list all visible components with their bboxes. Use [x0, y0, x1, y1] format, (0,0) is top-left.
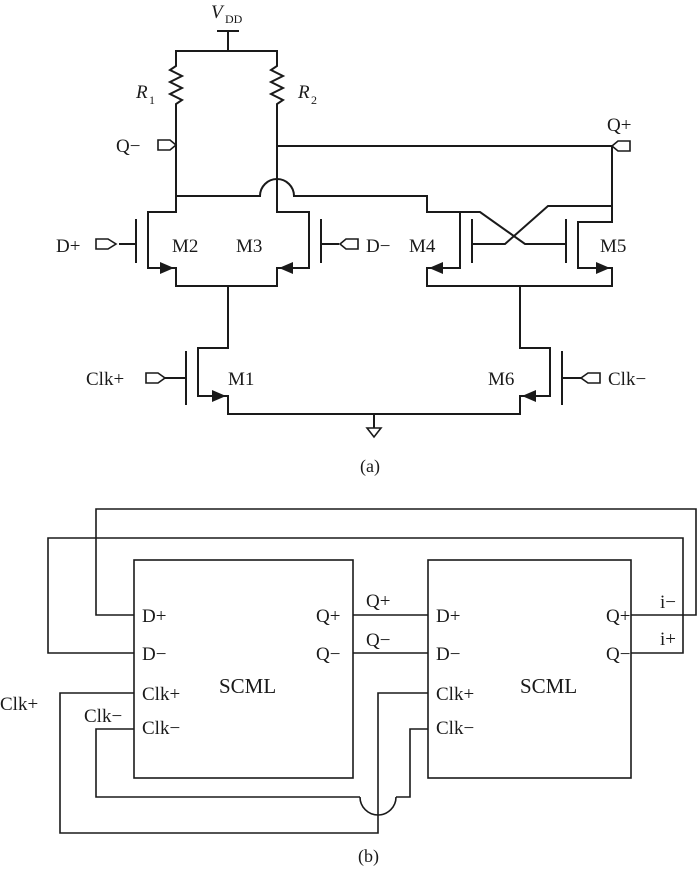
clk-minus-port-icon — [579, 372, 601, 384]
m1-label: M1 — [228, 369, 254, 390]
r1-subscript: 1 — [149, 93, 155, 107]
b1-pin-d-minus: D− — [142, 644, 166, 665]
m2-source-arrow — [160, 262, 174, 274]
d-plus-label: D+ — [56, 236, 80, 257]
m5-channel — [577, 221, 613, 287]
m6-label: M6 — [488, 369, 514, 390]
b1-pin-clk-minus: Clk− — [142, 718, 180, 739]
scml-block-1-title: SCML — [219, 674, 276, 698]
b1-pin-q-plus: Q+ — [316, 606, 340, 627]
resistor-r1 — [167, 50, 185, 141]
q-plus-label: Q+ — [607, 115, 631, 136]
clk-minus-label: Clk− — [608, 369, 646, 390]
m1-channel — [197, 347, 229, 415]
clock-minus-wire-left — [95, 728, 360, 798]
feedback-i-plus-label: i+ — [660, 629, 676, 650]
clock-plus-label: Clk+ — [0, 694, 38, 715]
scml-block-2-title: SCML — [520, 674, 577, 698]
m6-source-arrow — [522, 390, 536, 402]
vdd-label: V — [211, 2, 225, 23]
m2-channel — [147, 211, 177, 287]
clock-minus-crossover-hop — [359, 796, 397, 816]
r1-label: R — [135, 82, 148, 103]
clk-plus-label: Clk+ — [86, 369, 124, 390]
feedback-wire-i-plus — [47, 537, 684, 654]
b1-pin-clk-plus: Clk+ — [142, 684, 180, 705]
clock-minus-label: Clk− — [84, 706, 122, 727]
m4-label: M4 — [409, 236, 436, 257]
m3-channel — [276, 211, 310, 287]
b1-pin-q-minus: Q− — [316, 644, 340, 665]
b1-pin-d-plus: D+ — [142, 606, 166, 627]
b2-pin-q-minus: Q− — [606, 644, 630, 665]
caption-a: (a) — [360, 456, 380, 477]
wire-q-minus-label: Q− — [366, 630, 390, 651]
m3-label: M3 — [236, 236, 262, 257]
schematic-a: V DD R 1 R 2 Q− Q+ D+ M2 — [56, 2, 646, 477]
d-minus-port-icon — [338, 238, 359, 250]
q-plus-port-icon — [610, 140, 631, 152]
feedback-i-minus-label: i− — [660, 592, 676, 613]
wire-q-plus-label: Q+ — [366, 591, 390, 612]
schematic-b: SCML SCML D+ D− Clk+ Clk− Q+ Q− D+ D− Cl… — [0, 508, 697, 867]
ground-icon — [365, 427, 383, 439]
m4-channel — [426, 211, 461, 287]
r2-label: R — [297, 82, 310, 103]
b2-pin-d-minus: D− — [436, 644, 460, 665]
m3-source-arrow — [279, 262, 293, 274]
d-minus-label: D− — [366, 236, 390, 257]
m1-source-arrow — [212, 390, 226, 402]
m2-label: M2 — [172, 236, 198, 257]
m4-source-arrow — [429, 262, 443, 274]
b2-pin-d-plus: D+ — [436, 606, 460, 627]
clock-minus-wire-right — [396, 728, 428, 798]
q-minus-port-icon — [157, 139, 178, 151]
clock-plus-wire — [59, 692, 428, 834]
q-minus-label: Q− — [116, 136, 140, 157]
m6-channel — [519, 347, 551, 415]
b2-pin-q-plus: Q+ — [606, 606, 630, 627]
clk-plus-port-icon — [145, 372, 167, 384]
scml-block-2 — [427, 559, 632, 779]
scml-block-1 — [133, 559, 354, 779]
d-plus-port-icon — [95, 238, 118, 250]
b2-pin-clk-minus: Clk− — [436, 718, 474, 739]
m5-label: M5 — [600, 236, 626, 257]
cross-couple-wire-1 — [471, 205, 613, 245]
caption-b: (b) — [358, 846, 379, 867]
r2-subscript: 2 — [311, 93, 317, 107]
cross-couple-wire-2 — [459, 211, 567, 245]
feedback-wire-i-minus — [95, 508, 697, 616]
b2-pin-clk-plus: Clk+ — [436, 684, 474, 705]
resistor-r2 — [268, 50, 286, 147]
m5-source-arrow — [596, 262, 610, 274]
vdd-subscript: DD — [225, 12, 243, 26]
